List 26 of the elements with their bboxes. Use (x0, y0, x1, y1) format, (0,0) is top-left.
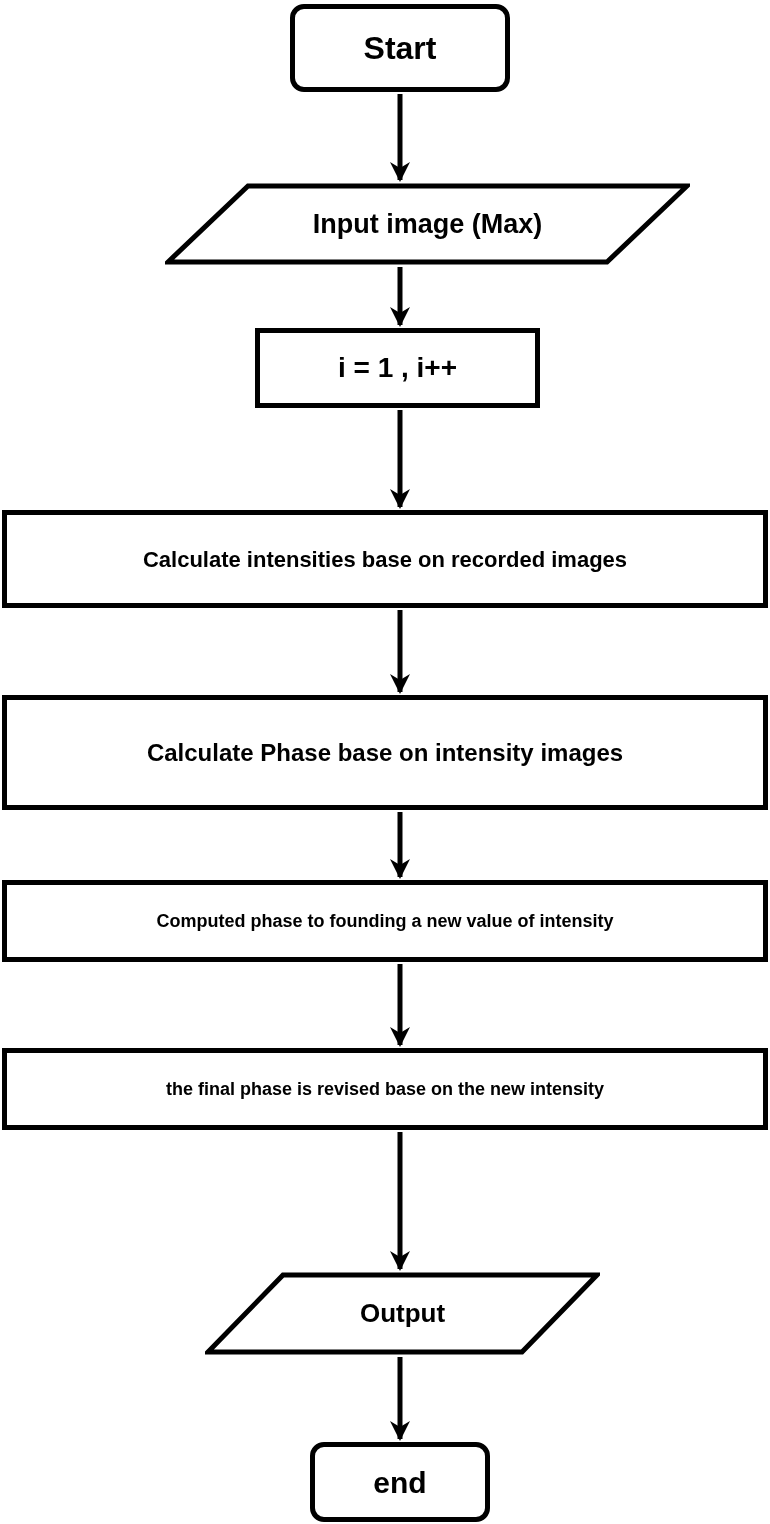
node-label: the final phase is revised base on the new intensity (165, 1077, 605, 1101)
arrow (390, 610, 410, 694)
process-box (2, 510, 768, 608)
input-parallelogram (165, 183, 690, 265)
arrow (390, 267, 410, 327)
terminal-box (290, 4, 510, 92)
arrow (390, 94, 410, 182)
arrow (390, 812, 410, 879)
node-label: i = 1 , i++ (337, 351, 458, 385)
node-label: Output (359, 1297, 446, 1330)
node-label: Calculate Phase base on intensity images (146, 737, 624, 768)
node-label: Computed phase to founding a new value of intensity (156, 909, 614, 933)
node-label: Start (363, 29, 437, 68)
process-box (2, 1048, 768, 1130)
arrow (390, 1132, 410, 1271)
node-label: Calculate intensities base on recorded images (142, 545, 628, 574)
node-label: end (373, 1464, 427, 1501)
arrow (390, 964, 410, 1047)
arrow (390, 410, 410, 509)
arrow (390, 1357, 410, 1441)
process-box (2, 880, 768, 962)
process-box (2, 695, 768, 810)
process-box (255, 328, 540, 408)
terminal-box (310, 1442, 490, 1522)
output-parallelogram (205, 1272, 600, 1355)
node-label: Input image (Max) (312, 207, 543, 241)
